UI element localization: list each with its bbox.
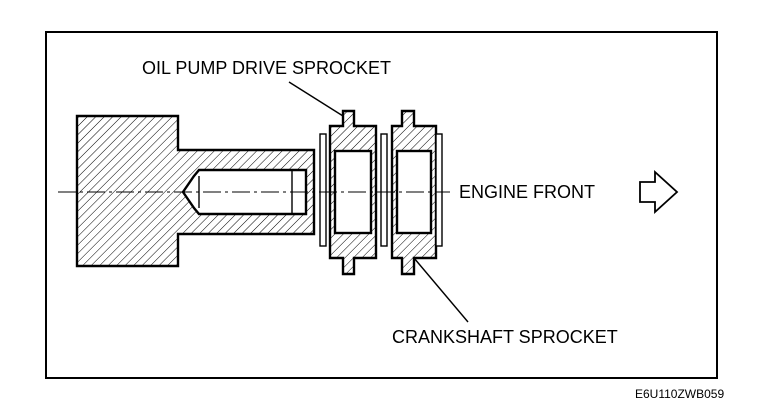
washer-1 — [319, 133, 327, 247]
figure-code: E6U110ZWB059 — [635, 387, 724, 401]
washer-2 — [380, 133, 388, 247]
oil-pump-drive-sprocket-leader — [288, 81, 344, 117]
oil-pump-drive-sprocket-label: OIL PUMP DRIVE SPROCKET — [142, 58, 391, 78]
spacer-washers — [319, 133, 443, 247]
engine-front-label: ENGINE FRONT — [459, 182, 595, 202]
crankshaft-sprocket-leader — [413, 257, 469, 323]
washer-3 — [435, 133, 443, 247]
crankshaft-sprocket-label: CRANKSHAFT SPROCKET — [392, 327, 618, 347]
right-arrow-outline-icon — [639, 169, 679, 215]
